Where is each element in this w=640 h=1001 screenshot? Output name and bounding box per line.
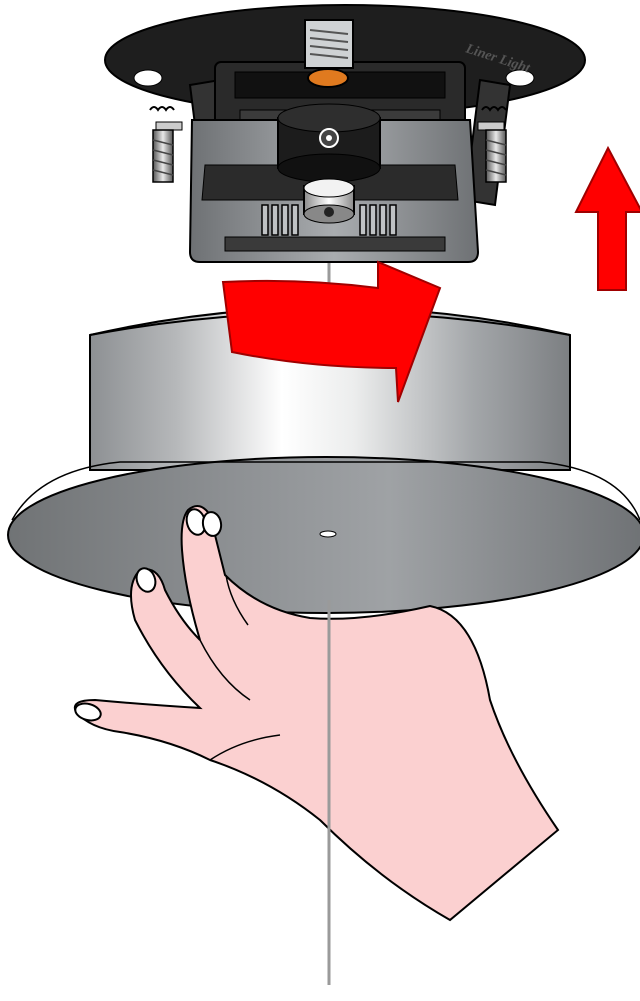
side-screw-left bbox=[150, 107, 182, 182]
cord-hole bbox=[320, 531, 336, 537]
orange-washer bbox=[308, 69, 348, 87]
center-hub bbox=[278, 104, 380, 182]
trim-flange bbox=[8, 457, 640, 613]
spring-clip bbox=[305, 20, 353, 87]
lift-up-arrow-icon bbox=[576, 148, 640, 290]
cord-bushing bbox=[304, 179, 354, 223]
spring-left-icon bbox=[150, 107, 174, 110]
mount-hole-left bbox=[134, 70, 162, 86]
